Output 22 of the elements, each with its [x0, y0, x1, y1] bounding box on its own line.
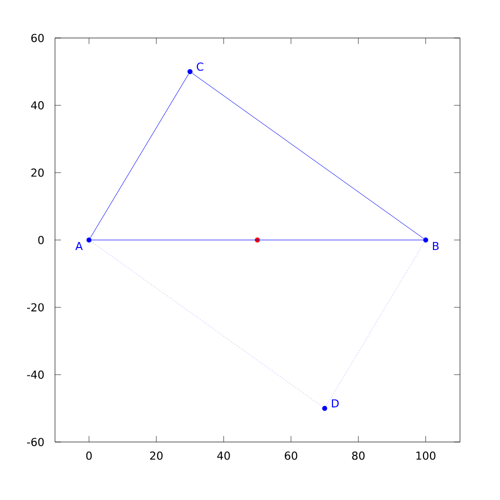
tick-label: 60	[31, 34, 44, 42]
tick-label: 40	[217, 452, 230, 460]
tick-label: -20	[27, 303, 44, 312]
tick-label: 100	[416, 452, 436, 460]
tick-label: -60	[27, 438, 44, 446]
tick-label: 20	[31, 168, 44, 177]
point-label: A	[75, 242, 83, 250]
line-segment	[326, 242, 424, 406]
tick-label: 20	[150, 452, 163, 460]
line-segment	[91, 241, 323, 407]
line-segment	[90, 74, 189, 238]
tick-label: 40	[31, 101, 44, 110]
point-label: C	[196, 62, 204, 71]
point-label: B	[432, 242, 439, 250]
tick-label: 80	[352, 452, 365, 460]
tick-label: 0	[86, 452, 92, 460]
point-label: D	[332, 399, 339, 408]
tick-label: 60	[284, 452, 298, 460]
tick-label: -40	[27, 370, 44, 379]
line-segment	[192, 72, 424, 239]
point-marker	[254, 238, 260, 242]
tick-label: 0	[38, 236, 44, 244]
